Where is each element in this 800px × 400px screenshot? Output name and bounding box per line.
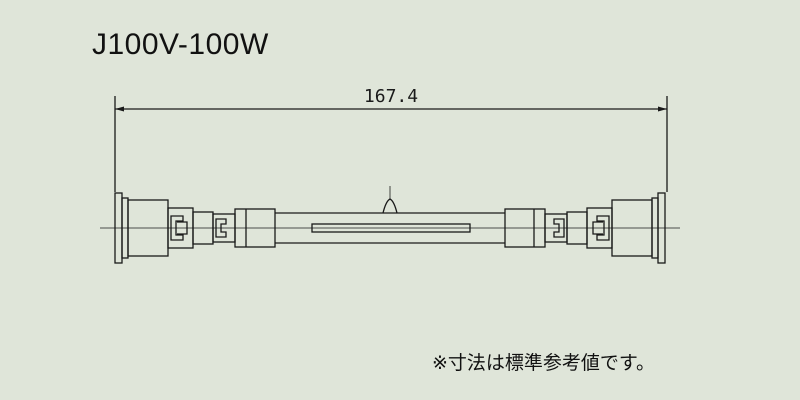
arrow-right-icon xyxy=(658,106,667,112)
model-title: J100V-100W xyxy=(92,28,269,61)
arrow-left-icon xyxy=(115,106,124,112)
exhaust-tip xyxy=(382,198,398,214)
left-pinch-seal xyxy=(212,208,276,248)
reference-note: ※寸法は標準参考値です。 xyxy=(432,352,656,374)
dimension-label: 167.4 xyxy=(364,86,418,107)
glass-tube xyxy=(275,186,505,244)
right-base xyxy=(566,192,666,264)
overall-length-dimension xyxy=(114,96,668,192)
filament xyxy=(311,223,471,233)
